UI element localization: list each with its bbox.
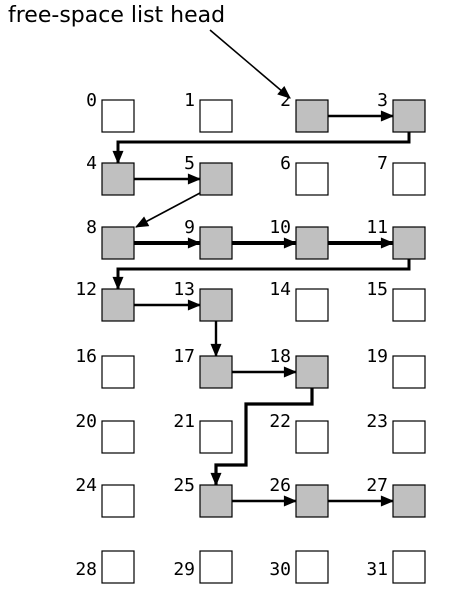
block-number-label: 26 [269,475,291,496]
block-0-allocated [101,99,135,133]
block-number-label: 29 [173,559,195,580]
block-9-free [199,226,233,260]
block-4-free [101,162,135,196]
block-2-free [295,99,329,133]
block-1-allocated [199,99,233,133]
block-15-allocated [392,288,426,322]
block-23-allocated [392,420,426,454]
block-number-label: 10 [269,217,291,238]
block-number-label: 14 [269,279,291,300]
block-21-allocated [199,420,233,454]
block-number-label: 18 [269,346,291,367]
link-18-to-25 [210,388,314,487]
block-number-label: 3 [377,90,388,111]
free-list-head-pointer [209,29,291,99]
free-list-links [112,29,411,507]
block-14-allocated [295,288,329,322]
block-number-label: 0 [86,90,97,111]
block-number-label: 30 [269,559,291,580]
block-3-free [392,99,426,133]
block-number-label: 27 [366,475,388,496]
block-number-label: 16 [75,346,97,367]
block-25-free [199,484,233,518]
block-number-label: 24 [75,475,97,496]
block-number-label: 20 [75,411,97,432]
block-number-label: 2 [280,90,291,111]
block-number-label: 5 [184,153,195,174]
block-22-allocated [295,420,329,454]
block-31-allocated [392,550,426,584]
block-number-label: 22 [269,411,291,432]
block-6-allocated [295,162,329,196]
diagram-title: free-space list head [8,3,225,28]
link-11-to-12 [112,259,411,291]
block-26-free [295,484,329,518]
block-number-label: 21 [173,411,195,432]
block-13-free [199,288,233,322]
block-number-label: 11 [366,217,388,238]
block-27-free [392,484,426,518]
block-number-label: 12 [75,279,97,300]
block-8-free [101,226,135,260]
block-number-label: 13 [173,279,195,300]
block-29-allocated [199,550,233,584]
block-5-free [199,162,233,196]
block-number-label: 4 [86,153,97,174]
block-12-free [101,288,135,322]
block-number-label: 25 [173,475,195,496]
block-16-allocated [101,355,135,389]
block-number-label: 15 [366,279,388,300]
link-5-to-8 [135,192,201,228]
block-number-label: 31 [366,559,388,580]
block-11-free [392,226,426,260]
block-number-label: 17 [173,346,195,367]
block-18-free [295,355,329,389]
block-28-allocated [101,550,135,584]
block-number-label: 9 [184,217,195,238]
block-number-label: 1 [184,90,195,111]
block-10-free [295,226,329,260]
block-30-allocated [295,550,329,584]
block-number-label: 23 [366,411,388,432]
block-7-allocated [392,162,426,196]
block-19-allocated [392,355,426,389]
block-number-label: 6 [280,153,291,174]
block-number-label: 8 [86,217,97,238]
block-number-label: 19 [366,346,388,367]
block-number-label: 7 [377,153,388,174]
block-number-label: 28 [75,559,97,580]
block-24-allocated [101,484,135,518]
block-17-free [199,355,233,389]
block-20-allocated [101,420,135,454]
link-3-to-4 [112,132,411,165]
